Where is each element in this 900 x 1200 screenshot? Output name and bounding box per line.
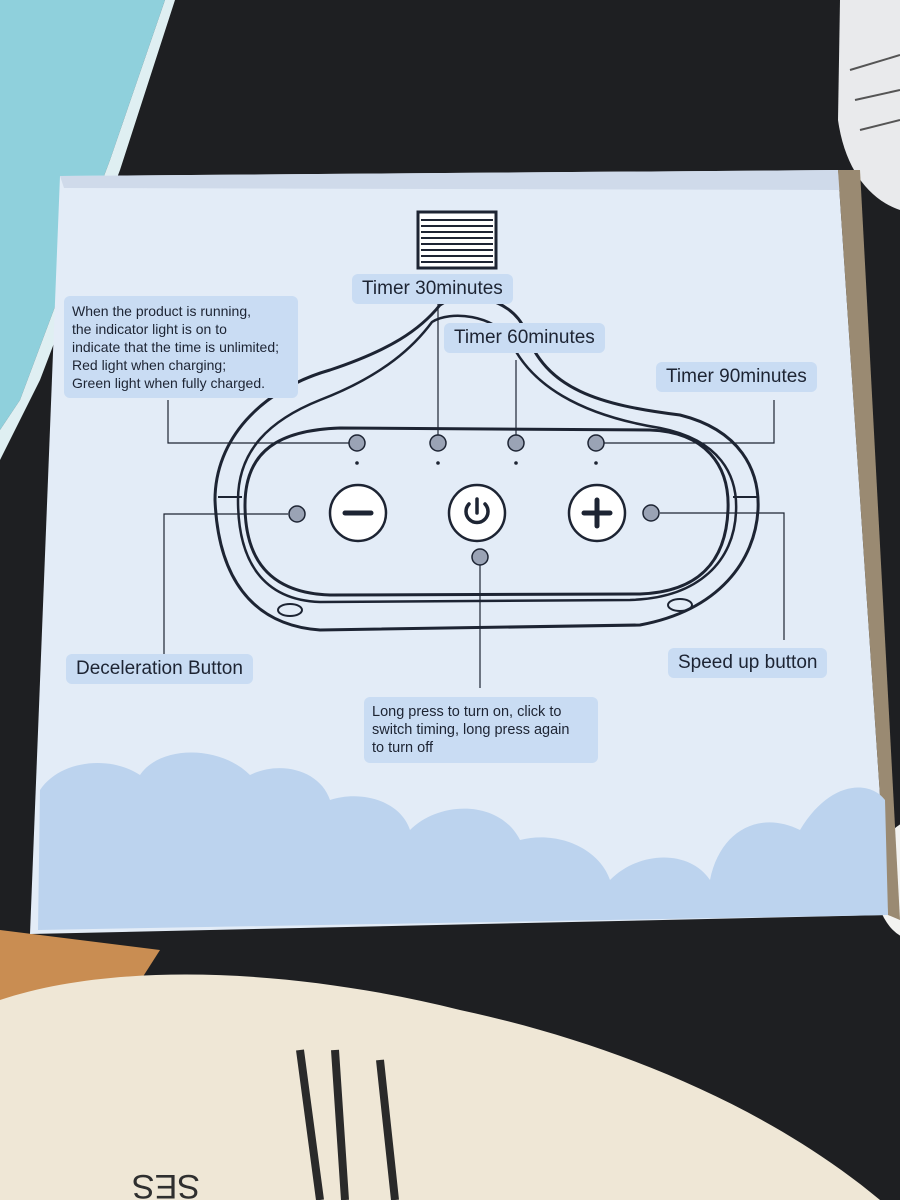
- device-panel: [243, 426, 730, 597]
- indicator-note-line-3: indicate that the time is unlimited;: [72, 339, 279, 355]
- timer-90-label: Timer 90minutes: [656, 362, 817, 392]
- indicator-note: When the product is running, the indicat…: [64, 296, 298, 398]
- bag-print-lines: [849, 54, 900, 131]
- left-vent: [277, 603, 303, 617]
- device-connector: [416, 210, 498, 270]
- indicator-note-line-4: Red light when charging;: [72, 357, 227, 373]
- minus-button: [328, 483, 388, 543]
- plus-icon: [581, 497, 613, 529]
- timer-30-label: Timer 30minutes: [352, 274, 513, 304]
- power-note-line-1: Long press to turn on, click to: [372, 704, 562, 720]
- plastic-bag: [838, 0, 900, 210]
- power-note-line-2: switch timing, long press again: [372, 722, 570, 738]
- indicator-lights: [288, 434, 660, 566]
- device-outline: [213, 295, 760, 632]
- cushion: [0, 974, 880, 1200]
- box-side-edge: [838, 170, 900, 920]
- cushion-print: SES: [132, 1167, 200, 1200]
- indicator-note-line-1: When the product is running,: [72, 303, 251, 319]
- deceleration-label: Deceleration Button: [66, 654, 253, 684]
- cloud-decoration: [38, 752, 888, 930]
- indicator-note-line-5: Green light when fully charged.: [72, 375, 265, 391]
- right-vent: [667, 598, 693, 612]
- speed-up-label: Speed up button: [668, 648, 828, 678]
- plus-button: [567, 483, 627, 543]
- callout-lines: [163, 300, 785, 688]
- power-note-line-3: to turn off: [372, 740, 433, 756]
- indicator-note-line-2: the indicator light is on to: [72, 321, 227, 337]
- device-inner-outline: [236, 314, 738, 604]
- timer-60-label: Timer 60minutes: [444, 323, 605, 353]
- power-button: [447, 483, 507, 543]
- cushion-straps: [296, 1049, 399, 1200]
- box-top-edge: [60, 170, 840, 190]
- power-note: Long press to turn on, click to switch t…: [364, 697, 598, 763]
- power-icon: [464, 497, 490, 525]
